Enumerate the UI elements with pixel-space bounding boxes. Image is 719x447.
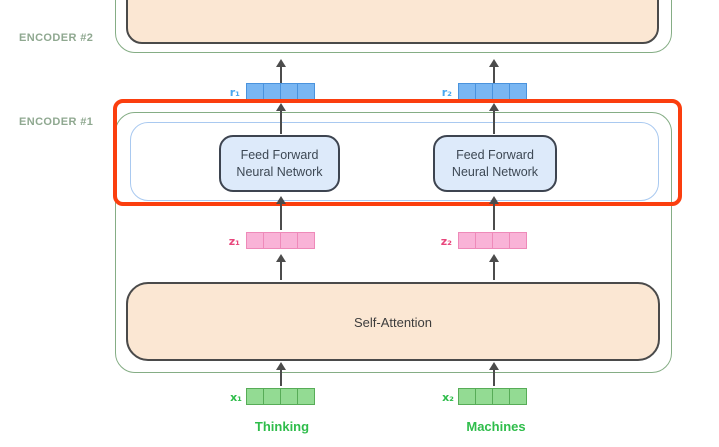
arrow-up-icon (488, 196, 500, 230)
arrow-up-icon (488, 59, 500, 83)
z2-vector (458, 232, 527, 249)
x2-vector (458, 388, 527, 405)
arrow-stem (492, 203, 496, 230)
arrow-head-icon (489, 362, 499, 370)
vector-cell (475, 232, 493, 249)
arrow-stem (492, 369, 496, 386)
encoder1-label: ENCODER #1 (19, 116, 94, 128)
arrow-up-icon (275, 59, 287, 83)
z2-label: z₂ (440, 235, 452, 248)
self-attention-label: Self-Attention (353, 315, 433, 330)
arrow-up-icon (488, 362, 500, 386)
encoder1-box (115, 112, 672, 373)
arrow-up-icon (275, 103, 287, 134)
arrow-head-icon (276, 103, 286, 111)
arrow-head-icon (489, 254, 499, 262)
arrow-head-icon (276, 196, 286, 204)
arrow-stem (492, 110, 496, 134)
vector-cell (297, 83, 315, 100)
arrow-up-icon (275, 196, 287, 230)
arrow-head-icon (276, 59, 286, 67)
arrow-up-icon (275, 362, 287, 386)
vector-cell (246, 232, 264, 249)
vector-cell (509, 232, 527, 249)
arrow-head-icon (276, 362, 286, 370)
r2-label: r₂ (441, 86, 452, 99)
vector-cell (280, 83, 298, 100)
vector-cell (263, 83, 281, 100)
encoder2-box (115, 0, 672, 53)
r2-vector (458, 83, 527, 100)
arrow-stem (279, 261, 283, 280)
vector-cell (509, 388, 527, 405)
x1-label: x₁ (230, 391, 242, 404)
arrow-up-icon (488, 103, 500, 134)
arrow-stem (492, 66, 496, 83)
arrow-stem (492, 261, 496, 280)
arrow-head-icon (276, 254, 286, 262)
encoder2-inner-box (126, 0, 659, 44)
input-word-thinking: Thinking (254, 419, 310, 434)
arrow-up-icon (488, 254, 500, 280)
x2-label: x₂ (442, 391, 454, 404)
vector-cell (263, 232, 281, 249)
ffnn-box-2: Feed Forward Neural Network (433, 135, 557, 192)
vector-cell (492, 388, 510, 405)
arrow-stem (279, 203, 283, 230)
vector-cell (458, 232, 476, 249)
vector-cell (246, 388, 264, 405)
ffnn-layer-container (130, 122, 659, 201)
ffnn-box-2-line2: Neural Network (451, 164, 539, 179)
arrow-up-icon (275, 254, 287, 280)
z1-label: z₁ (228, 235, 240, 248)
arrow-head-icon (489, 196, 499, 204)
arrow-head-icon (489, 59, 499, 67)
vector-cell (475, 83, 493, 100)
arrow-head-icon (489, 103, 499, 111)
ffnn-box-1-line2: Neural Network (236, 164, 323, 179)
z1-vector (246, 232, 315, 249)
arrow-stem (279, 66, 283, 83)
vector-cell (492, 83, 510, 100)
arrow-stem (279, 110, 283, 134)
vector-cell (458, 388, 476, 405)
vector-cell (492, 232, 510, 249)
self-attention-box: Self-Attention (126, 282, 660, 361)
x1-vector (246, 388, 315, 405)
vector-cell (458, 83, 476, 100)
vector-cell (280, 232, 298, 249)
ffnn-box-1-line1: Feed Forward (240, 147, 319, 162)
vector-cell (475, 388, 493, 405)
vector-cell (509, 83, 527, 100)
ffnn-box-1: Feed Forward Neural Network (219, 135, 340, 192)
vector-cell (246, 83, 264, 100)
ffnn-box-2-line1: Feed Forward (456, 147, 534, 162)
vector-cell (297, 388, 315, 405)
arrow-stem (279, 369, 283, 386)
encoder2-label: ENCODER #2 (19, 32, 94, 44)
ffnn-layer-highlight-box (113, 99, 682, 206)
input-word-machines: Machines (466, 419, 526, 434)
r1-label: r₁ (229, 86, 240, 99)
vector-cell (280, 388, 298, 405)
vector-cell (297, 232, 315, 249)
r1-vector (246, 83, 315, 100)
vector-cell (263, 388, 281, 405)
